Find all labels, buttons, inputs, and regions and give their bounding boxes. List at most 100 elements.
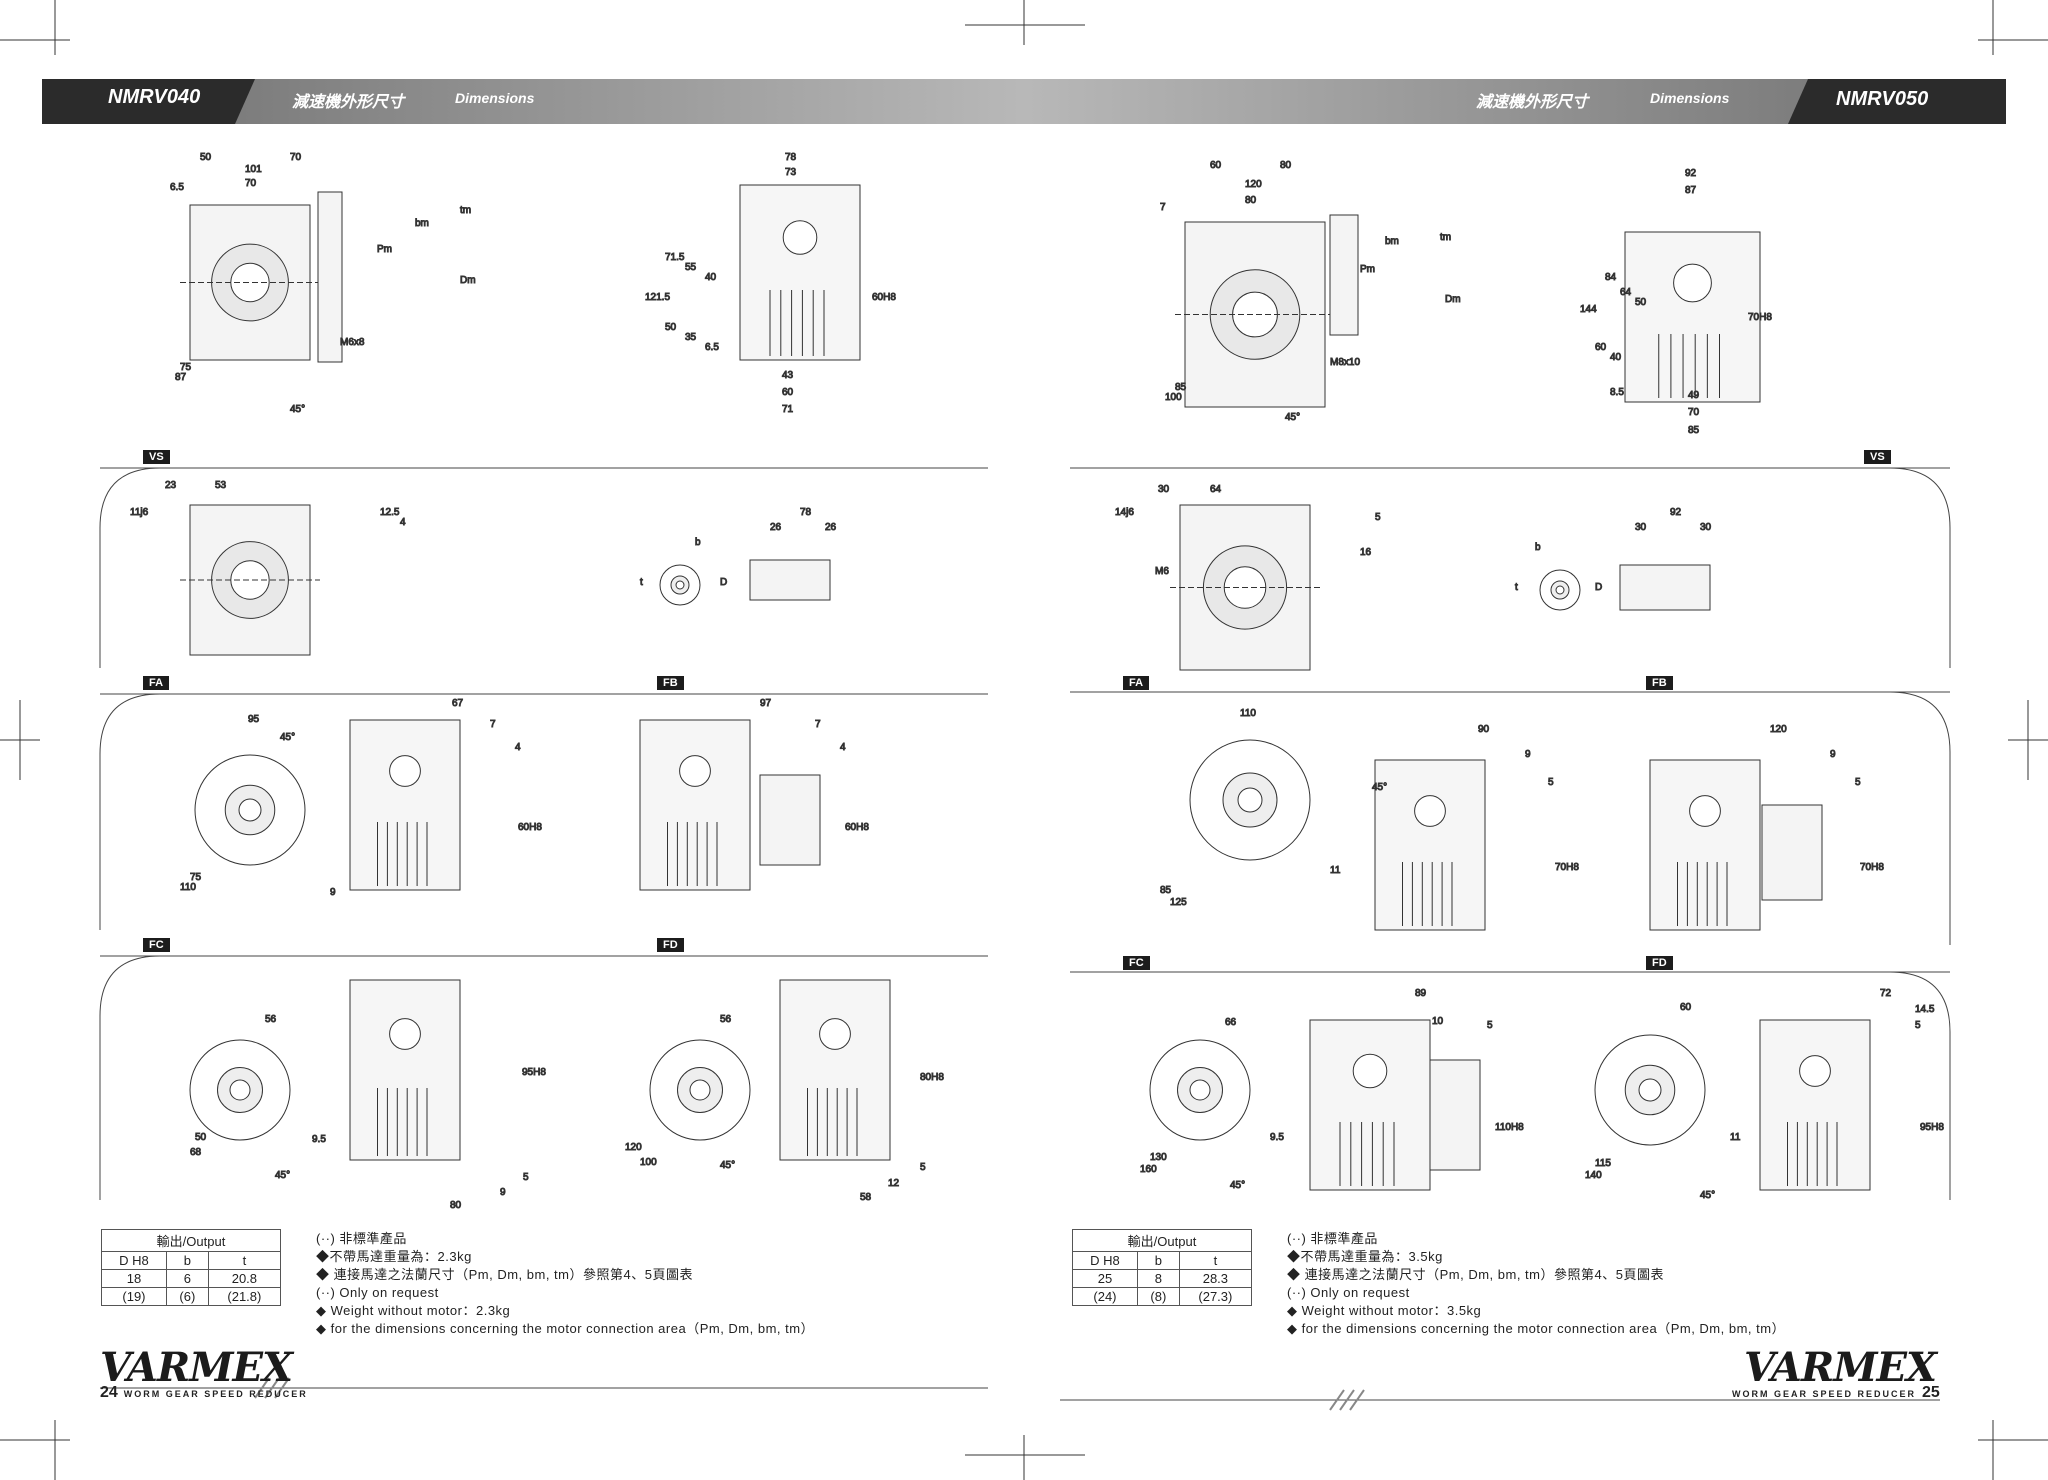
left-main-dim-label: 60 <box>782 387 794 398</box>
left-fd-side <box>779 979 891 1161</box>
note-line: (··) 非標準產品 <box>316 1231 407 1246</box>
left-main-side-view-boss <box>782 220 818 255</box>
note-line: ◆不帶馬達重量為：2.3kg <box>316 1249 472 1264</box>
table-cell: 28.3 <box>1178 1269 1253 1288</box>
left-fc-dim-label: 100 <box>640 1157 657 1168</box>
left-fa-dim-label: 110 <box>180 882 196 893</box>
tag-fb-right: FB <box>1646 676 1673 690</box>
left-fc-dim-label: 56 <box>265 1014 277 1025</box>
right-fc-dim-label: 130 <box>1150 1152 1167 1163</box>
right-vs-dim-label: 64 <box>1210 484 1222 495</box>
right-fc-dim-label: 45° <box>1230 1180 1245 1191</box>
left-fb-extension <box>759 774 821 866</box>
right-fa-dim-label: 5 <box>1548 777 1554 788</box>
table-header: D H8 <box>1072 1251 1138 1270</box>
left-vs-shaft-view <box>749 559 831 601</box>
left-vs-dim-label: 78 <box>800 507 812 518</box>
right-motor-flange <box>1329 214 1359 336</box>
right-main-dim-label: 70H8 <box>1748 312 1772 323</box>
table-cell: (6) <box>165 1287 209 1306</box>
left-fc-flange-bore <box>229 1079 251 1101</box>
left-title-en: Dimensions <box>455 90 535 106</box>
table-header: t <box>207 1251 282 1270</box>
right-vs-key-section-bore <box>1555 585 1565 595</box>
left-main-dim-label: 35 <box>685 332 697 343</box>
table-cell: 6 <box>165 1269 209 1288</box>
right-fc-dim-label: 72 <box>1880 988 1892 999</box>
left-fc-dim-label: 9 <box>500 1187 506 1198</box>
right-main-side-view-boss <box>1673 263 1712 303</box>
left-fb-side <box>639 719 751 891</box>
right-fd-side-boss <box>1799 1055 1831 1087</box>
table-cell: 18 <box>101 1269 167 1288</box>
right-vs-shaft-view <box>1619 564 1711 611</box>
right-fc-side <box>1309 1019 1431 1191</box>
left-fa-dim-label: 97 <box>760 698 772 709</box>
right-fa-dim-label: 125 <box>1170 897 1187 908</box>
right-fa-dim-label: 90 <box>1478 724 1490 735</box>
left-main-dim-label: 45° <box>290 404 305 415</box>
left-fa-dim-label: 60H8 <box>845 822 869 833</box>
left-fa-dim-label: 9 <box>330 887 336 898</box>
note-line: ◆不帶馬達重量為：3.5kg <box>1287 1249 1443 1264</box>
right-vs-key-section <box>1539 569 1581 611</box>
note-line: ◆ 連接馬達之法蘭尺寸（Pm, Dm, bm, tm）參照第4、5頁圖表 <box>1287 1267 1664 1282</box>
right-fc-dim-label: 5 <box>1487 1020 1493 1031</box>
left-fc-dim-label: 58 <box>860 1192 872 1203</box>
right-main-dim-label: 84 <box>1605 272 1617 283</box>
left-vs-dim-label: t <box>640 577 643 588</box>
left-main-dim-label: 78 <box>785 152 797 163</box>
output-table-left: 輸出/Output D H8 b t 18 6 20.8 (19) (6) (2… <box>101 1229 282 1306</box>
left-title-cn: 減速機外形尺寸 <box>292 94 405 111</box>
footer-stripe <box>254 1377 270 1399</box>
left-fa-dim-label: 7 <box>490 719 496 730</box>
right-main-dim-label: bm <box>1385 236 1399 247</box>
left-main-dim-label: bm <box>415 218 429 229</box>
left-vs-dim-label: 23 <box>165 480 177 491</box>
right-vs-dim-label: 5 <box>1375 512 1381 523</box>
right-fa-dim-label: 120 <box>1770 724 1787 735</box>
right-main-dim-label: 85 <box>1175 382 1187 393</box>
tag-fc-left: FC <box>143 938 170 952</box>
right-main-dim-label: 80 <box>1245 195 1257 206</box>
right-fc-dim-label: 60 <box>1680 1002 1692 1013</box>
right-fa-flange-bore <box>1237 787 1263 813</box>
left-separators <box>99 467 988 1389</box>
left-vs-dim-label: 53 <box>215 480 227 491</box>
right-fa-dim-label: 70H8 <box>1860 862 1884 873</box>
left-fc-dim-label: 50 <box>195 1132 207 1143</box>
right-main-dim-label: 85 <box>1688 425 1700 436</box>
right-main-dim-label: 50 <box>1635 297 1647 308</box>
note-line: ◆ 連接馬達之法蘭尺寸（Pm, Dm, bm, tm）參照第4、5頁圖表 <box>316 1267 693 1282</box>
left-fa-dim-label: 60H8 <box>518 822 542 833</box>
left-fd-side-boss <box>819 1018 851 1050</box>
right-main-dim-label: 70 <box>1688 407 1700 418</box>
table-cell: 8 <box>1136 1269 1180 1288</box>
right-fa-dim-label: 110 <box>1240 708 1256 719</box>
left-fa-dim-label: 4 <box>515 742 521 753</box>
left-main-dim-label: 6.5 <box>705 342 719 353</box>
right-main-dim-label: 40 <box>1610 352 1622 363</box>
left-main-dim-label: 43 <box>782 370 794 381</box>
right-fa-dim-label: 9 <box>1525 749 1531 760</box>
right-main-dim-label: Dm <box>1445 294 1461 305</box>
note-line: ◆ Weight without motor：3.5kg <box>1287 1303 1482 1318</box>
right-fc-dim-label: 140 <box>1585 1170 1602 1181</box>
right-fa-side-boss <box>1414 795 1446 827</box>
table-header: t <box>1178 1251 1253 1270</box>
right-main-dim-label: 60 <box>1595 342 1607 353</box>
right-fc-adaptor <box>1429 1059 1481 1171</box>
left-vs-dim-label: 4 <box>400 517 406 528</box>
right-fa-dim-label: 5 <box>1855 777 1861 788</box>
note-line: ◆ for the dimensions concerning the moto… <box>316 1321 815 1336</box>
left-fa-side <box>349 719 461 891</box>
left-motor-flange <box>317 191 343 363</box>
left-fc-dim-label: 45° <box>275 1170 290 1181</box>
tag-fa-right: FA <box>1123 676 1150 690</box>
left-fd-flange <box>649 1039 751 1141</box>
footer-stripe <box>264 1377 280 1399</box>
right-fa-dim-label: 85 <box>1160 885 1172 896</box>
page-number-right: 25 <box>1922 1384 1940 1401</box>
